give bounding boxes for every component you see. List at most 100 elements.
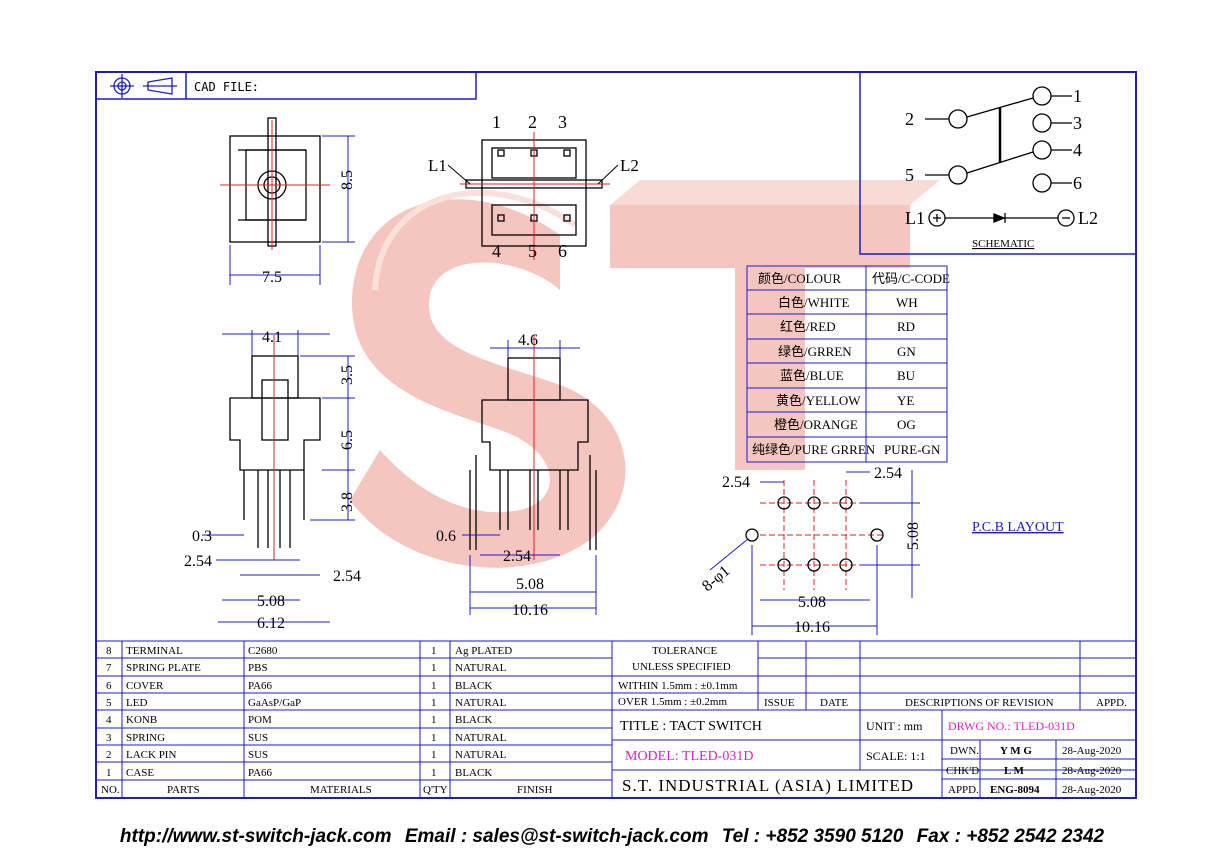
dim-6.12: 6.12: [257, 615, 285, 632]
svg-text:28-Aug-2020: 28-Aug-2020: [1062, 765, 1122, 777]
svg-text:DRWG NO.: TLED-031D: DRWG NO.: TLED-031D: [948, 719, 1075, 733]
revision-header: ISSUE DATE DESCRIPTIONS OF REVISION APPD…: [764, 697, 1127, 709]
pcb-dim-10.16: 10.16: [794, 619, 830, 636]
svg-text:28-Aug-2020: 28-Aug-2020: [1062, 784, 1122, 796]
pcb-dim-5.08-v: 5.08: [905, 522, 922, 550]
color-row-code: OG: [897, 417, 916, 432]
svg-text:NATURAL: NATURAL: [455, 732, 507, 744]
svg-text:Y M G: Y M G: [1000, 745, 1032, 757]
svg-text:6: 6: [106, 680, 112, 692]
cad-file-label: CAD FILE:: [194, 80, 259, 94]
svg-text:FINISH: FINISH: [517, 784, 553, 796]
pcb-dim-5.08-h: 5.08: [798, 594, 826, 611]
website-link[interactable]: http://www.st-switch-jack.com: [119, 826, 392, 847]
projection-symbol-icon: [110, 74, 177, 98]
led-l1-label: L1: [428, 156, 447, 175]
schematic-pin-3: 3: [1073, 113, 1082, 133]
svg-text:Q'TY: Q'TY: [423, 784, 448, 796]
dim-5.08-a: 5.08: [257, 593, 285, 610]
svg-text:ENG-8094: ENG-8094: [990, 784, 1040, 796]
svg-text:L M: L M: [1004, 765, 1024, 777]
svg-text:PBS: PBS: [248, 662, 268, 674]
schematic-title: SCHEMATIC: [972, 238, 1034, 250]
svg-text:KONB: KONB: [126, 714, 157, 726]
dim-3.5: 3.5: [339, 365, 356, 385]
dim-3.8: 3.8: [339, 492, 356, 512]
schematic-pin-4: 4: [1073, 140, 1082, 160]
dim-4.1: 4.1: [262, 329, 282, 346]
contact-footer: http://www.st-switch-jack.com Email : sa…: [0, 826, 1232, 848]
svg-text:DWN.: DWN.: [950, 745, 979, 757]
svg-text:COVER: COVER: [126, 680, 164, 692]
tolerance-block: TOLERANCE UNLESS SPECIFIED WITHIN 1.5mm …: [618, 645, 738, 708]
dim-0.6: 0.6: [436, 528, 456, 545]
svg-text:GaAsP/GaP: GaAsP/GaP: [248, 697, 301, 709]
svg-text:BLACK: BLACK: [455, 680, 492, 692]
dim-7.5: 7.5: [262, 269, 282, 286]
svg-text:PA66: PA66: [248, 767, 273, 779]
svg-text:SCALE: 1:1: SCALE: 1:1: [866, 749, 926, 763]
schematic-l2: L2: [1078, 208, 1098, 228]
color-header-colour: 颜色/COLOUR: [758, 271, 841, 286]
dim-2.54-b: 2.54: [333, 568, 361, 585]
svg-text:SPRING PLATE: SPRING PLATE: [126, 662, 201, 674]
svg-text:8: 8: [106, 645, 112, 657]
svg-text:MODEL: TLED-031D: MODEL: TLED-031D: [625, 749, 753, 764]
watermark-logo: [350, 180, 940, 568]
pcb-dim-8-hole: 8-φ1: [699, 562, 733, 595]
svg-text:PARTS: PARTS: [167, 784, 200, 796]
svg-text:3: 3: [106, 732, 112, 744]
svg-text:1: 1: [431, 645, 437, 657]
svg-text:TOLERANCE: TOLERANCE: [652, 645, 717, 657]
svg-text:OVER 1.5mm : ±0.2mm: OVER 1.5mm : ±0.2mm: [618, 696, 727, 708]
dim-4.6: 4.6: [518, 332, 538, 349]
svg-text:1: 1: [106, 767, 112, 779]
schematic-l1: L1: [905, 208, 925, 228]
svg-text:TERMINAL: TERMINAL: [126, 645, 183, 657]
svg-text:MATERIALS: MATERIALS: [310, 784, 372, 796]
color-row-code: PURE-GN: [884, 442, 941, 457]
color-row-code: YE: [897, 393, 914, 408]
svg-text:NATURAL: NATURAL: [455, 749, 507, 761]
dim-6.5: 6.5: [339, 430, 356, 450]
svg-text:TITLE : TACT SWITCH: TITLE : TACT SWITCH: [620, 719, 762, 734]
color-row-name: 纯绿色/PURE GRREN: [752, 442, 876, 457]
side-view-left: [229, 355, 321, 548]
svg-text:WITHIN 1.5mm : ±0.1mm: WITHIN 1.5mm : ±0.1mm: [618, 680, 738, 692]
svg-text:4: 4: [106, 714, 112, 726]
pin-label-5: 5: [528, 241, 537, 261]
title-block: TITLE : TACT SWITCH UNIT : mm DRWG NO.: …: [620, 719, 1122, 796]
svg-text:PA66: PA66: [248, 680, 273, 692]
led-l2-label: L2: [620, 156, 639, 175]
color-row-name: 红色/RED: [780, 319, 836, 334]
svg-text:1: 1: [431, 697, 437, 709]
svg-text:Ag PLATED: Ag PLATED: [455, 645, 512, 657]
schematic-pin-2: 2: [905, 109, 914, 129]
svg-text:1: 1: [431, 749, 437, 761]
svg-text:DATE: DATE: [820, 697, 848, 709]
svg-text:1: 1: [431, 662, 437, 674]
svg-text:NO.: NO.: [101, 784, 120, 796]
svg-text:UNLESS SPECIFIED: UNLESS SPECIFIED: [632, 661, 731, 673]
svg-text:BLACK: BLACK: [455, 714, 492, 726]
schematic-pin-1: 1: [1073, 86, 1082, 106]
svg-text:2: 2: [106, 749, 112, 761]
pin-label-6: 6: [558, 241, 567, 261]
svg-text:28-Aug-2020: 28-Aug-2020: [1062, 745, 1122, 757]
pcb-layout-drawing: [709, 470, 920, 635]
svg-text:LED: LED: [126, 697, 147, 709]
color-row-code: GN: [897, 344, 916, 359]
svg-text:NATURAL: NATURAL: [455, 697, 507, 709]
svg-text:SPRING: SPRING: [126, 732, 165, 744]
dim-2.54-a: 2.54: [184, 553, 212, 570]
svg-text:C2680: C2680: [248, 645, 278, 657]
dim-10.16-a: 10.16: [512, 602, 548, 619]
svg-text:1: 1: [431, 714, 437, 726]
email-link[interactable]: Email : sales@st-switch-jack.com: [404, 826, 709, 847]
color-row-name: 黄色/YELLOW: [776, 393, 861, 408]
svg-text:CHK'D: CHK'D: [946, 765, 979, 777]
pcb-layout-label: P.C.B LAYOUT: [972, 520, 1064, 535]
color-row-name: 白色/WHITE: [778, 295, 850, 310]
tel-text: Tel : +852 3590 5120: [721, 826, 904, 847]
svg-text:APPD.: APPD.: [1096, 697, 1127, 709]
